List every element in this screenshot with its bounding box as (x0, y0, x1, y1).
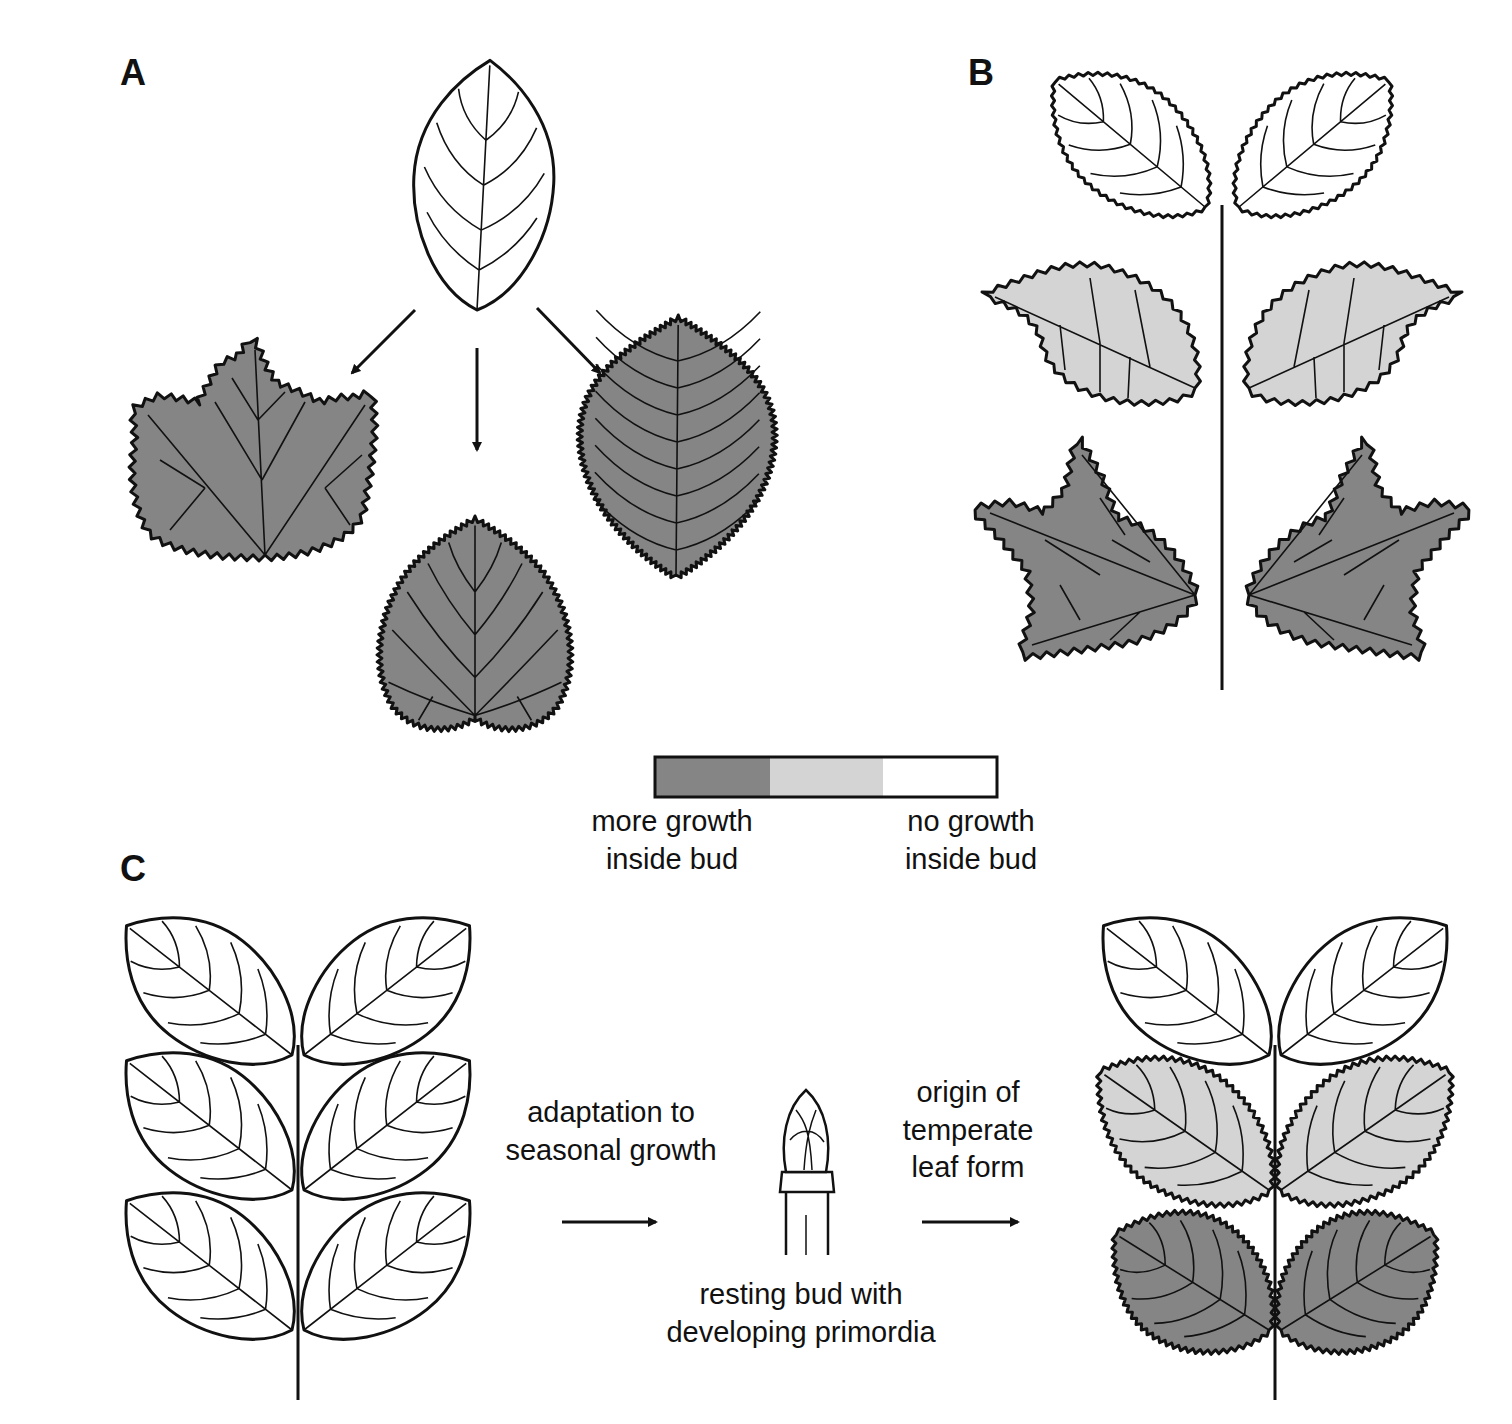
leaf-veins (594, 310, 760, 575)
arrow (562, 1221, 656, 1224)
leaf-veins (148, 350, 365, 555)
leaf-blade (982, 262, 1200, 406)
leaf-veins (1208, 47, 1416, 243)
leaf (1242, 1018, 1488, 1245)
leaf-blade (1062, 1018, 1308, 1245)
bud-stalk (786, 1190, 828, 1255)
legend-label: no growth inside bud (880, 803, 1062, 878)
legend-bar-outline (655, 757, 997, 797)
leaf (267, 1154, 506, 1377)
leaf (1243, 1176, 1471, 1390)
leaf (1062, 1018, 1308, 1245)
leaf-veins (1252, 1190, 1460, 1377)
arrow (476, 348, 479, 450)
leaf (982, 262, 1200, 406)
leaf (1246, 437, 1469, 660)
resting-bud (780, 1090, 834, 1255)
leaf-blade (975, 437, 1198, 660)
annotation-text: resting bud with developing primordia (640, 1276, 962, 1351)
leaf-blade (1200, 36, 1426, 252)
leaf-blade (1246, 437, 1469, 660)
leaf (1200, 36, 1426, 252)
bud-scales (790, 1110, 824, 1255)
panel-letter: A (120, 50, 180, 97)
leaf-veins (990, 455, 1195, 645)
leaf (407, 57, 560, 314)
leaf-veins (417, 62, 550, 313)
legend-middle-shade (770, 757, 883, 797)
leaf (1079, 1176, 1307, 1390)
leaf-blade (377, 516, 573, 732)
rachis (1274, 1045, 1277, 1400)
leaf (377, 516, 573, 732)
leaf-veins (1028, 47, 1236, 243)
leaf-veins (995, 278, 1195, 398)
legend-label: more growth inside bud (572, 803, 772, 878)
leaf-veins (1249, 455, 1454, 645)
leaf-veins (98, 1163, 323, 1370)
arrow (922, 1221, 1018, 1224)
legend-swatch (655, 757, 770, 797)
leaf-veins (389, 526, 562, 721)
rachis (297, 1045, 300, 1400)
arrow (537, 308, 600, 373)
bud-base (780, 1172, 834, 1192)
annotation-text: origin of temperate leaf form (882, 1074, 1054, 1187)
leaf-veins (273, 1163, 498, 1370)
leaf (1018, 36, 1244, 252)
panel-letter: B (968, 50, 1028, 97)
leaf (129, 338, 378, 561)
leaf-veins (1074, 1032, 1299, 1234)
leaf-veins (1251, 1032, 1476, 1234)
leaves (90, 36, 1488, 1389)
rachis (1221, 205, 1224, 690)
leaf (975, 437, 1198, 660)
leaf (90, 1154, 329, 1377)
leaf-blade (90, 1154, 329, 1377)
leaf-veins (1249, 278, 1449, 398)
annotation-text: adaptation to seasonal growth (480, 1094, 742, 1169)
leaf-veins (1090, 1190, 1298, 1377)
legend-swatch (883, 757, 997, 797)
arrow (352, 310, 415, 373)
leaf-blade (1079, 1176, 1307, 1390)
leaf-blade (1018, 36, 1244, 252)
panel-letter: C (120, 846, 180, 893)
leaf (576, 310, 778, 578)
leaf-blade (1244, 262, 1462, 406)
leaf-blade (129, 338, 378, 561)
leaf (1244, 262, 1462, 406)
leaf-blade (267, 1154, 506, 1377)
leaf-blade (1243, 1176, 1471, 1390)
leaf-blade (1242, 1018, 1488, 1245)
leaf-blade (407, 57, 560, 314)
